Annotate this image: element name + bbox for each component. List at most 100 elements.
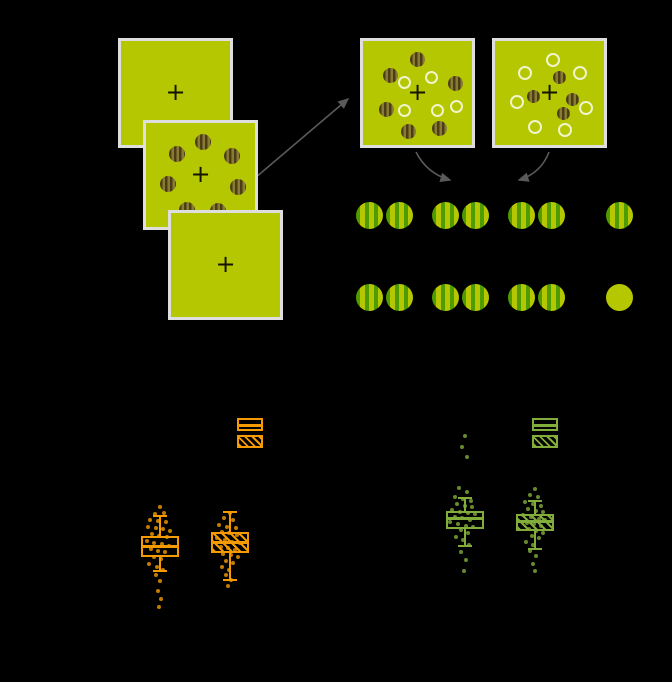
data-point: [528, 493, 532, 497]
data-point: [468, 518, 472, 522]
whisker-line: [534, 501, 536, 514]
fixation-cross: +: [407, 78, 428, 107]
outline-circle: [528, 120, 542, 134]
data-point: [168, 529, 172, 533]
whisker-line: [159, 516, 161, 536]
probe-ring-left: [363, 41, 472, 145]
data-point: [221, 552, 225, 556]
data-point: [228, 511, 232, 515]
data-point: [225, 525, 229, 529]
data-point: [231, 518, 235, 522]
data-point: [219, 545, 223, 549]
outline-circle: [573, 66, 587, 80]
gabor-patch: [526, 89, 540, 103]
response-circle-striped: [507, 201, 535, 229]
probe-screen-right: +: [492, 38, 607, 148]
data-point: [523, 500, 527, 504]
fixation-screen-2: +: [168, 210, 283, 320]
gabor-patch: [552, 70, 566, 84]
data-point: [227, 531, 231, 535]
data-point: [164, 520, 168, 524]
outline-circle: [558, 123, 572, 137]
data-point: [453, 515, 457, 519]
data-point: [458, 510, 462, 514]
whisker-cap: [458, 497, 472, 499]
response-circle-striped: [537, 283, 565, 311]
data-point: [534, 554, 538, 558]
legend-key: [237, 435, 263, 448]
data-point: [223, 538, 227, 542]
gabor-patch: [230, 179, 246, 195]
data-point: [526, 507, 530, 511]
data-point: [531, 562, 535, 566]
data-point: [153, 512, 157, 516]
data-point: [156, 549, 160, 553]
data-point: [167, 544, 171, 548]
whisker-line: [229, 512, 231, 532]
whisker-cap: [153, 570, 167, 572]
response-circle-striped: [461, 283, 489, 311]
data-point: [154, 526, 158, 530]
data-point: [531, 543, 535, 547]
response-circle-striped: [605, 201, 633, 229]
data-point: [537, 536, 541, 540]
outline-circle: [510, 95, 524, 109]
data-point: [448, 520, 452, 524]
response-circle-striped: [431, 283, 459, 311]
data-point: [157, 605, 161, 609]
response-circle-striped: [507, 283, 535, 311]
data-point: [156, 589, 160, 593]
data-point: [463, 434, 467, 438]
data-point: [146, 525, 150, 529]
data-point: [229, 578, 233, 582]
data-point: [463, 504, 467, 508]
data-point: [537, 517, 541, 521]
data-point: [158, 579, 162, 583]
data-point: [163, 550, 167, 554]
outline-circle: [397, 103, 411, 117]
data-point: [459, 550, 463, 554]
gabor-patch: [382, 67, 398, 83]
data-point: [154, 573, 158, 577]
data-point: [152, 541, 156, 545]
data-point: [161, 568, 165, 572]
whisker-cap: [528, 548, 542, 550]
response-circle-solid: [605, 283, 633, 311]
fixation-cross: +: [539, 78, 560, 107]
probe-screen-left: +: [360, 38, 475, 148]
response-circle-striped: [385, 283, 413, 311]
response-circle-striped: [355, 201, 383, 229]
response-circle-striped: [461, 201, 489, 229]
data-point: [539, 504, 543, 508]
data-point: [159, 557, 163, 561]
legend-median-line: [533, 424, 557, 427]
median-line: [516, 520, 554, 523]
whisker-line: [159, 557, 161, 571]
response-circle-striped: [537, 201, 565, 229]
data-point: [233, 548, 237, 552]
data-point: [469, 499, 473, 503]
data-point: [524, 540, 528, 544]
data-point: [533, 569, 537, 573]
data-point: [226, 584, 230, 588]
data-point: [456, 522, 460, 526]
data-point: [162, 511, 166, 515]
data-point: [224, 559, 228, 563]
fixation-cross: +: [215, 250, 236, 279]
whisker-cap: [458, 545, 472, 547]
data-point: [234, 526, 238, 530]
gabor-patch: [195, 134, 211, 150]
gabor-patch: [565, 92, 579, 106]
data-point: [534, 529, 538, 533]
data-point: [461, 538, 465, 542]
outline-circle: [424, 70, 438, 84]
data-point: [533, 487, 537, 491]
data-point: [220, 565, 224, 569]
data-point: [465, 490, 469, 494]
gabor-patch: [400, 123, 416, 139]
whisker-cap: [528, 500, 542, 502]
data-point: [220, 530, 224, 534]
data-point: [541, 531, 545, 535]
outline-circle: [518, 66, 532, 80]
